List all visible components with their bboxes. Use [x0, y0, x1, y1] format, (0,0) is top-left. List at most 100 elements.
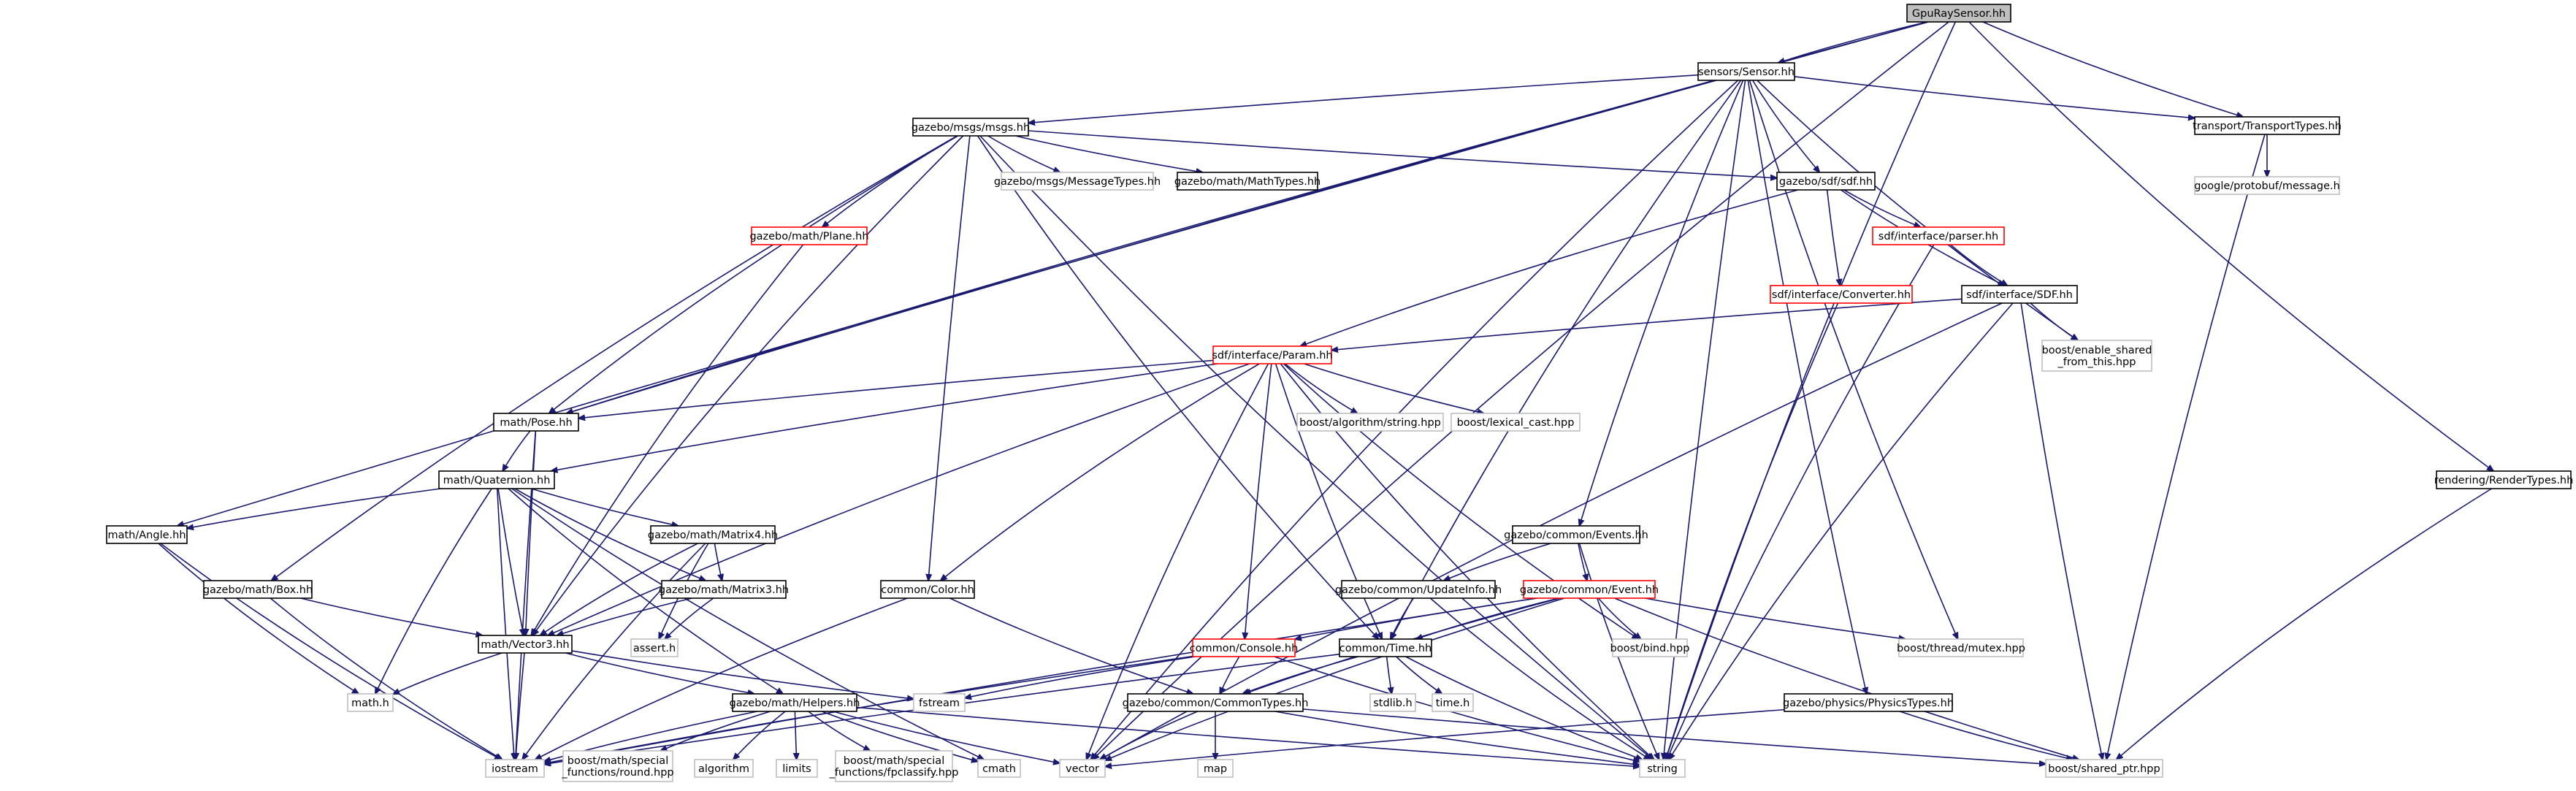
edge-matrix4-to-iostream — [522, 543, 706, 760]
node-box — [562, 750, 673, 782]
node-angle[interactable]: math/Angle.hh — [106, 525, 188, 544]
node-mathtypes[interactable]: gazebo/math/MathTypes.hh — [1174, 172, 1321, 191]
edge-color-to-iostream — [535, 597, 908, 760]
node-helpers[interactable]: gazebo/math/Helpers.hh — [730, 693, 860, 712]
edge-sdfiface-to-param — [1331, 298, 1962, 350]
node-rendertypes[interactable]: rendering/RenderTypes.hh — [2434, 470, 2574, 489]
node-physicstypes[interactable]: gazebo/physics/PhysicsTypes.hh — [1783, 693, 1954, 712]
edge-helpers-to-string — [856, 706, 1640, 766]
node-sdfsdf[interactable]: gazebo/sdf/sdf.hh — [1776, 172, 1876, 191]
node-box — [650, 525, 776, 544]
edge-sensor-to-enableshared — [1757, 80, 2078, 340]
edge-msgs-to-time — [976, 135, 1379, 639]
edge-matrix4-to-vector3 — [540, 543, 698, 635]
node-label: string — [1647, 763, 1678, 775]
node-box — [1612, 638, 1688, 657]
edge-msgs-to-mathtypes — [1015, 135, 1202, 172]
node-label: gazebo/math/Box.hh — [203, 584, 313, 596]
edge-event-to-iostream — [544, 597, 1537, 763]
edge-plane-to-vector3 — [531, 244, 804, 635]
node-plane[interactable]: gazebo/math/Plane.hh — [749, 226, 869, 245]
node-parser[interactable]: sdf/interface/parser.hh — [1872, 226, 2005, 245]
node-label: sensors/Sensor.hh — [1698, 66, 1795, 78]
node-vector3[interactable]: math/Vector3.hh — [478, 635, 573, 654]
edge-sdfsdf-to-param — [1300, 189, 1798, 346]
node-color[interactable]: common/Color.hh — [880, 580, 975, 599]
edge-event-to-sharedptr — [1614, 597, 2079, 760]
edge-root-to-string — [1666, 21, 1957, 760]
node-label: boost/bind.hpp — [1610, 643, 1690, 654]
node-root[interactable]: GpuRaySensor.hh — [1906, 4, 2011, 23]
edge-root-to-sensor — [1778, 21, 1927, 63]
node-label: gazebo/math/Plane.hh — [749, 231, 868, 242]
edge-physicstypes-to-vector — [1105, 708, 1785, 767]
node-box — [1639, 759, 1686, 778]
edge-sdfiface-to-enableshared — [2030, 302, 2077, 340]
node-label: boost/algorithm/string.hpp — [1299, 417, 1441, 429]
node-box — [1059, 759, 1106, 778]
node-msgs[interactable]: gazebo/msgs/msgs.hh — [911, 118, 1030, 137]
node-box — [1770, 285, 1913, 304]
edge-root-to-rendertypes — [1968, 21, 2493, 471]
node-label: common/Color.hh — [881, 584, 974, 596]
node-iostream: iostream — [485, 759, 545, 778]
edge-sensor-to-sdfsdf — [1752, 80, 1820, 172]
node-box — [1784, 693, 1953, 712]
edge-helpers-to-fpclassify — [808, 711, 870, 751]
edge-helpers-to-limits — [795, 711, 796, 760]
node-time[interactable]: common/Time.hh — [1339, 638, 1432, 657]
edge-msgs-to-string — [979, 135, 1653, 760]
node-label: iostream — [492, 763, 538, 775]
node-string: string — [1639, 759, 1686, 778]
node-timeh: time.h — [1432, 693, 1474, 712]
node-label: sdf/interface/SDF.hh — [1966, 289, 2073, 301]
edge-event-to-mutex — [1645, 597, 1905, 639]
node-label: _functions/round.hpp — [561, 767, 673, 779]
edge-helpers-to-cmath — [822, 711, 978, 762]
edge-vector3-to-fstream — [571, 650, 914, 699]
node-box — [203, 580, 313, 599]
node-box — [1212, 345, 1332, 364]
node-matrix3[interactable]: gazebo/math/Matrix3.hh — [659, 580, 789, 599]
node-cmath: cmath — [977, 759, 1021, 778]
node-box[interactable]: gazebo/math/Box.hh — [203, 580, 313, 599]
edge-sdfiface-to-sharedptr — [2020, 302, 2103, 760]
node-pose[interactable]: math/Pose.hh — [493, 413, 579, 432]
node-box — [1432, 693, 1474, 712]
node-matrix4[interactable]: gazebo/math/Matrix4.hh — [648, 525, 778, 544]
node-box — [1197, 759, 1234, 778]
node-transporttypes[interactable]: transport/TransportTypes.hh — [2193, 116, 2342, 135]
node-event[interactable]: gazebo/common/Event.hh — [1520, 580, 1659, 599]
edge-param-to-bind — [1283, 363, 1638, 639]
node-enableshared: boost/enable_shared_from_this.hpp — [2041, 340, 2152, 372]
node-quat[interactable]: math/Quaternion.hh — [438, 470, 555, 489]
node-box — [1776, 172, 1876, 191]
node-converter[interactable]: sdf/interface/Converter.hh — [1770, 285, 1913, 304]
node-console[interactable]: common/Console.hh — [1190, 638, 1299, 657]
node-box — [1961, 285, 2078, 304]
node-map: map — [1197, 759, 1234, 778]
node-sdfiface[interactable]: sdf/interface/SDF.hh — [1961, 285, 2078, 304]
edge-sensor-to-mutex — [1748, 80, 1957, 639]
node-box — [1339, 638, 1432, 657]
edge-parser-to-string — [1667, 244, 1935, 760]
node-box — [438, 470, 555, 489]
edge-events-to-updateinfo — [1444, 543, 1551, 581]
node-param[interactable]: sdf/interface/Param.hh — [1212, 345, 1333, 364]
node-updateinfo[interactable]: gazebo/common/UpdateInfo.hh — [1335, 580, 1502, 599]
edge-helpers-to-vector — [833, 711, 1060, 763]
node-label: map — [1204, 763, 1227, 775]
node-label: boost/shared_ptr.hpp — [2048, 763, 2160, 775]
node-sensor[interactable]: sensors/Sensor.hh — [1697, 62, 1795, 81]
node-box — [1127, 693, 1304, 712]
node-box — [1451, 413, 1581, 432]
edge-msgs-to-sdfsdf — [1028, 130, 1777, 178]
node-box — [2045, 759, 2163, 778]
edge-quat-to-matrix3 — [514, 488, 706, 581]
node-events[interactable]: gazebo/common/Events.hh — [1504, 525, 1648, 544]
edge-quat-to-matrix4 — [531, 488, 678, 526]
node-commontypes[interactable]: gazebo/common/CommonTypes.hh — [1123, 693, 1309, 712]
edge-event-to-bind — [1597, 597, 1640, 639]
edge-console-to-fstream — [965, 656, 1196, 698]
